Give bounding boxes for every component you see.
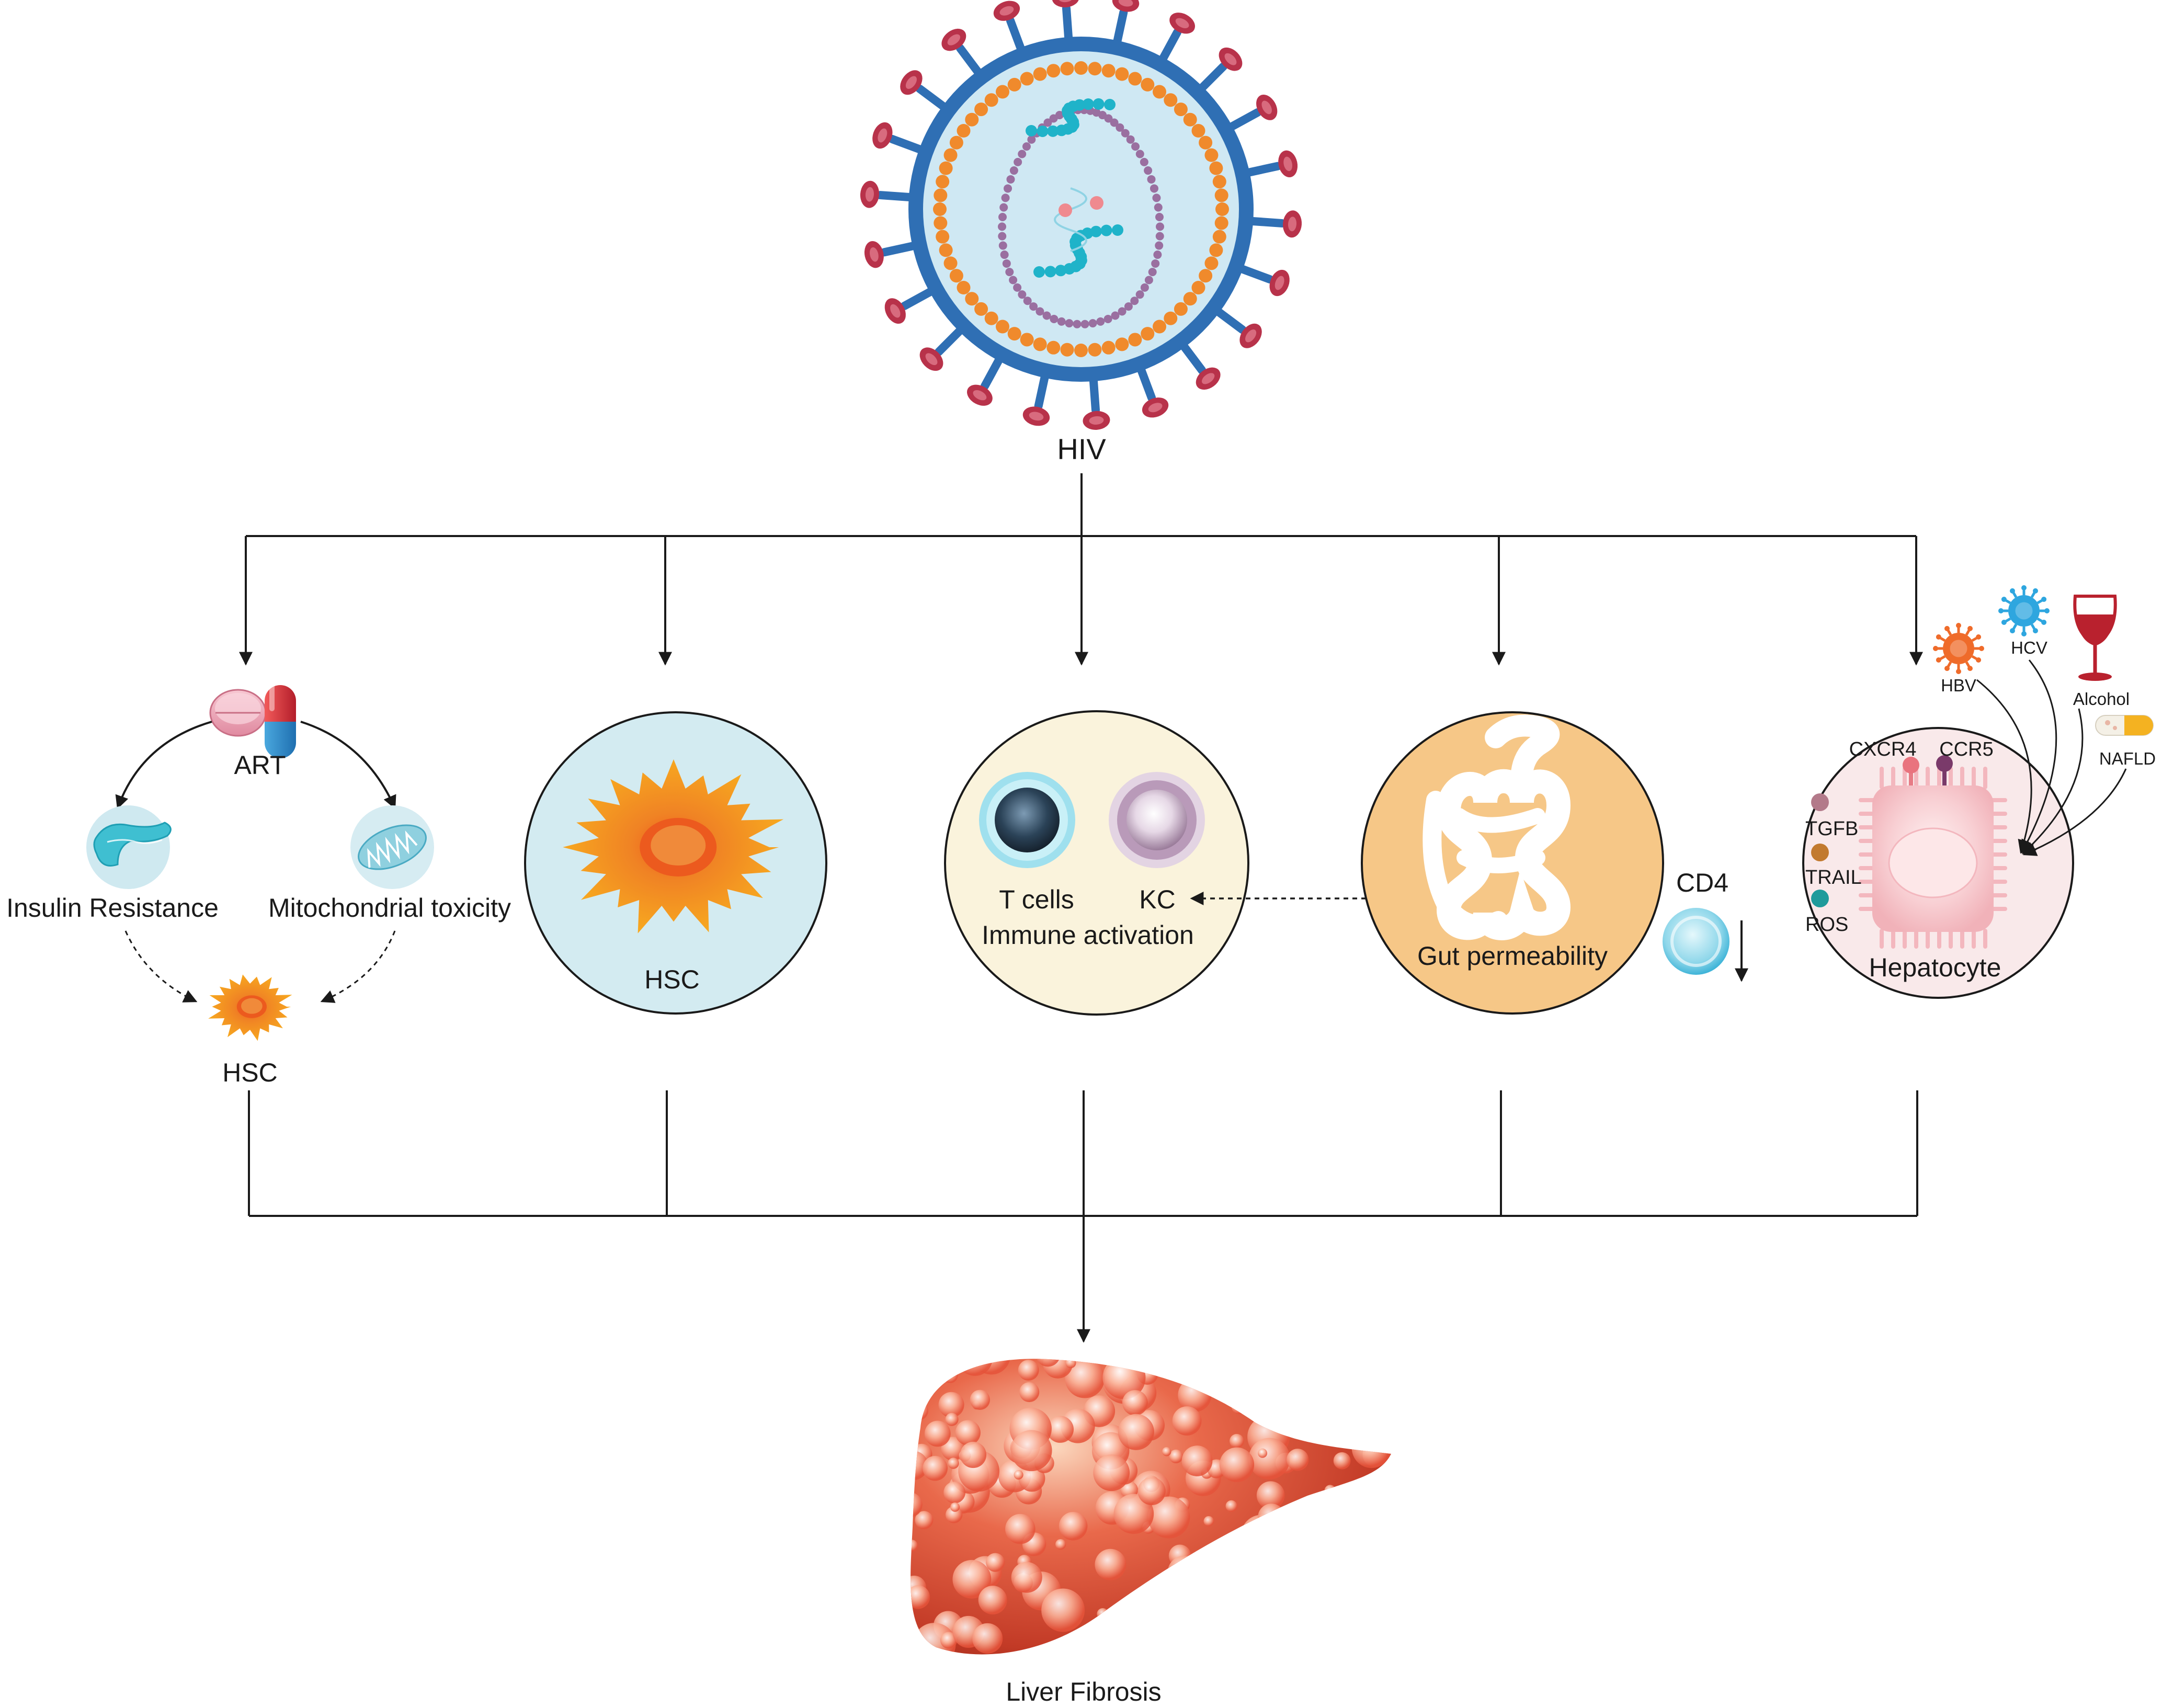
hiv-virus-icon: [860, 0, 1302, 430]
insulin-resistance-label: Insulin Resistance: [6, 893, 219, 923]
pancreas-icon: [86, 805, 172, 889]
cd4-cell-icon: [1663, 908, 1729, 975]
pill-icon: [209, 689, 267, 737]
intestine-icon: [1423, 714, 1571, 940]
trail-label: TRAIL: [1805, 867, 1862, 889]
cofactors: HBV HCV Alcohol NAFLD: [1933, 585, 2156, 856]
liver-fibrosis-label: Liver Fibrosis: [1006, 1677, 1161, 1706]
hsc-panel: HSC: [524, 711, 827, 1015]
hepatocyte-icon: [1859, 755, 2007, 949]
wine-glass-icon: [2073, 595, 2117, 681]
hbv-label: HBV: [1941, 676, 1976, 695]
nafld-capsule-icon: [2095, 715, 2154, 736]
kupffer-cell-icon: [1109, 772, 1205, 868]
trail-dot: [1811, 844, 1829, 861]
hepatocyte-panel: CXCR4 CCR5 TGFB TRAIL ROS Hepatocyte: [1802, 727, 2074, 999]
hiv-label: HIV: [1057, 432, 1106, 465]
capsule-icon: [265, 680, 296, 758]
cd4-label: CD4: [1676, 868, 1728, 897]
hcv-icon: [1998, 585, 2050, 636]
tgfb-dot: [1811, 793, 1829, 811]
hcv-label: HCV: [2011, 638, 2047, 657]
cxcr4-label: CXCR4: [1849, 738, 1917, 760]
tgfb-label: TGFB: [1805, 818, 1858, 840]
hepatocyte-label: Hepatocyte: [1869, 953, 2001, 982]
ccr5-label: CCR5: [1939, 738, 1993, 760]
art-cluster: ART Insulin Resistance Mitochondrial tox…: [6, 680, 511, 1087]
gut-permeability-label: Gut permeability: [1417, 941, 1608, 971]
hsc-small-label: HSC: [222, 1058, 278, 1087]
t-cells-label: T cells: [999, 885, 1074, 914]
mitochondrial-toxicity-label: Mitochondrial toxicity: [268, 893, 511, 923]
immune-activation-label: Immune activation: [982, 920, 1194, 950]
hsc-circle-label: HSC: [644, 965, 700, 994]
ros-dot: [1811, 890, 1829, 907]
mitochondria-icon: [350, 805, 434, 889]
liver-icon: [911, 1359, 1391, 1655]
connector-lines: [239, 473, 1923, 1343]
ros-label: ROS: [1805, 914, 1848, 936]
immune-panel: T cells KC Immune activation: [944, 710, 1402, 1016]
nafld-label: NAFLD: [2099, 749, 2156, 768]
art-label: ART: [234, 750, 286, 780]
hbv-icon: [1933, 623, 1984, 674]
hsc-icon: [563, 759, 784, 933]
t-cell-icon: [979, 772, 1075, 868]
gut-panel: Gut permeability CD4: [1361, 711, 1748, 1015]
hsc-small-icon: [208, 974, 292, 1041]
alcohol-label: Alcohol: [2073, 689, 2130, 709]
kc-label: KC: [1139, 885, 1175, 914]
